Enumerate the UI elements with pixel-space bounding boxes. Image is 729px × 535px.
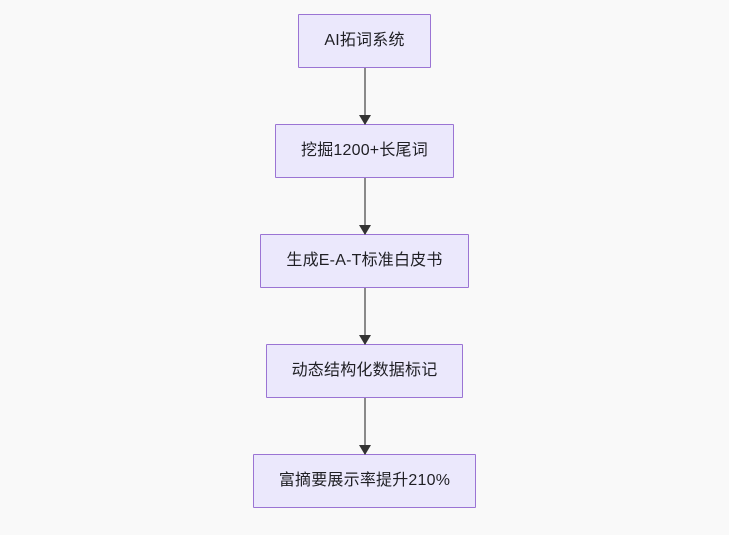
flowchart-node-n5[interactable]: 富摘要展示率提升210% — [252, 454, 477, 508]
flowchart-edge-n1-n2 — [358, 68, 371, 125]
flowchart-edge-n3-n4 — [358, 288, 371, 345]
flowchart-node-n3[interactable]: 生成E-A-T标准白皮书 — [260, 234, 469, 288]
flowchart-edge-n2-n3 — [358, 178, 371, 235]
flowchart-node-label: 动态结构化数据标记 — [291, 362, 438, 379]
flowchart-node-n2[interactable]: 挖掘1200+长尾词 — [275, 124, 454, 178]
flowchart-node-n1[interactable]: AI拓词系统 — [298, 14, 431, 68]
flowchart-node-n4[interactable]: 动态结构化数据标记 — [265, 344, 464, 398]
arrow-down-icon — [358, 335, 371, 345]
flowchart-node-label: 富摘要展示率提升210% — [278, 472, 451, 489]
flowchart-node-label: 挖掘1200+长尾词 — [301, 142, 428, 159]
arrow-down-icon — [358, 225, 371, 235]
flowchart-edge-n4-n5 — [358, 398, 371, 455]
flowchart-node-label: AI拓词系统 — [324, 32, 405, 49]
arrow-down-icon — [358, 445, 371, 455]
arrow-down-icon — [358, 115, 371, 125]
flowchart-node-label: 生成E-A-T标准白皮书 — [286, 252, 443, 269]
